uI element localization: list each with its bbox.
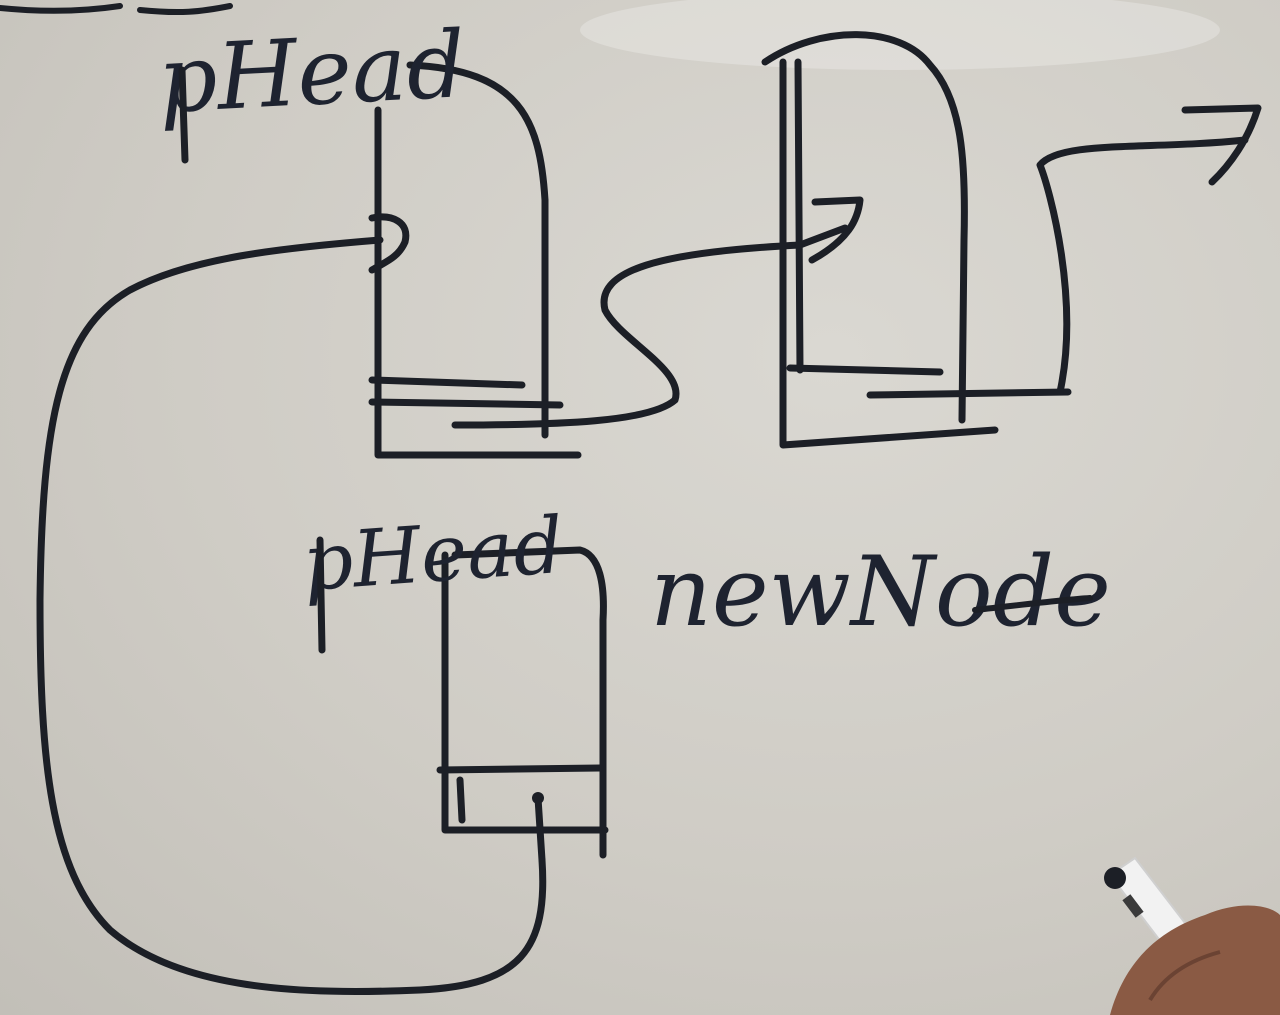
node-new-inner-tick	[456, 776, 466, 824]
node-new-divider	[436, 764, 604, 774]
arrow-next-top-left-to-top-right	[451, 224, 849, 429]
node-top-left-divider	[368, 376, 526, 389]
arrow-head-top-right	[808, 196, 864, 264]
node-new-next-stem	[534, 794, 546, 864]
node-top-right-arch	[761, 31, 968, 424]
arrow-head-loop	[368, 213, 410, 274]
label-new-node-tail	[972, 595, 1093, 613]
marker-tip-icon	[1104, 867, 1126, 889]
node-top-left-divider-2	[368, 398, 564, 409]
node-top-right-next-field	[866, 388, 1072, 399]
hand-finger-crease	[1148, 950, 1221, 1002]
node-top-left-right-side	[406, 61, 549, 439]
arrow-head-out-right	[1181, 104, 1262, 186]
node-top-left	[368, 61, 582, 459]
label-new-node: newNode	[650, 536, 1111, 648]
marker-band-icon	[1122, 894, 1144, 918]
node-top-right-divider	[786, 364, 944, 376]
hand-holding-marker	[1104, 856, 1280, 1015]
node-top-right-left-side	[779, 58, 999, 449]
label-phead-top: pHead	[156, 11, 468, 134]
label-phead-mid-stroke	[316, 536, 326, 654]
node-top-right-inner-line	[794, 58, 804, 374]
arrow-new-node-loop	[36, 236, 547, 995]
arrow-next-top-right-out	[1036, 136, 1249, 396]
node-new	[436, 546, 609, 864]
node-new-right-side	[451, 546, 607, 859]
board-glare	[580, 0, 1220, 70]
label-phead-top-stroke	[178, 66, 189, 164]
node-top-left-left-side	[374, 106, 582, 459]
node-top-right	[761, 31, 1072, 449]
label-phead-mid: pHead	[300, 501, 566, 609]
cutoff-writing-top-left	[0, 3, 233, 16]
node-new-left-side	[441, 551, 609, 834]
